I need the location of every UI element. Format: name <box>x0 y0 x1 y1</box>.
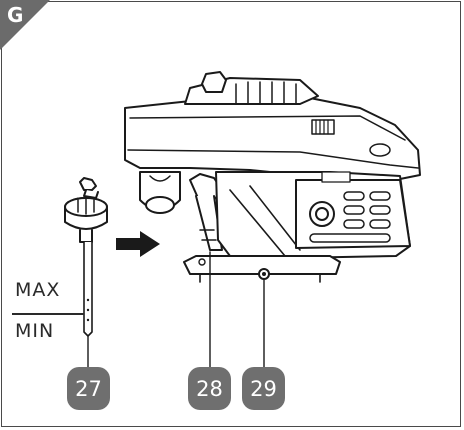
dipstick-min-label: MIN <box>15 320 55 342</box>
callout-29: 29 <box>242 367 285 410</box>
fuel-cap-drawing <box>139 171 181 214</box>
dipstick-drawing <box>64 177 108 337</box>
dipstick-level-divider <box>12 313 84 315</box>
engine-cover <box>124 71 421 181</box>
oil-fill-tube <box>189 173 223 251</box>
engine-block <box>215 171 411 263</box>
engine-base <box>183 255 341 283</box>
insert-arrow <box>116 231 160 257</box>
callout-27: 27 <box>67 367 110 410</box>
callout-28: 28 <box>188 367 231 410</box>
panel-letter: G <box>7 3 24 27</box>
dipstick-max-label: MAX <box>15 279 61 301</box>
panel-corner-tab <box>0 0 50 50</box>
